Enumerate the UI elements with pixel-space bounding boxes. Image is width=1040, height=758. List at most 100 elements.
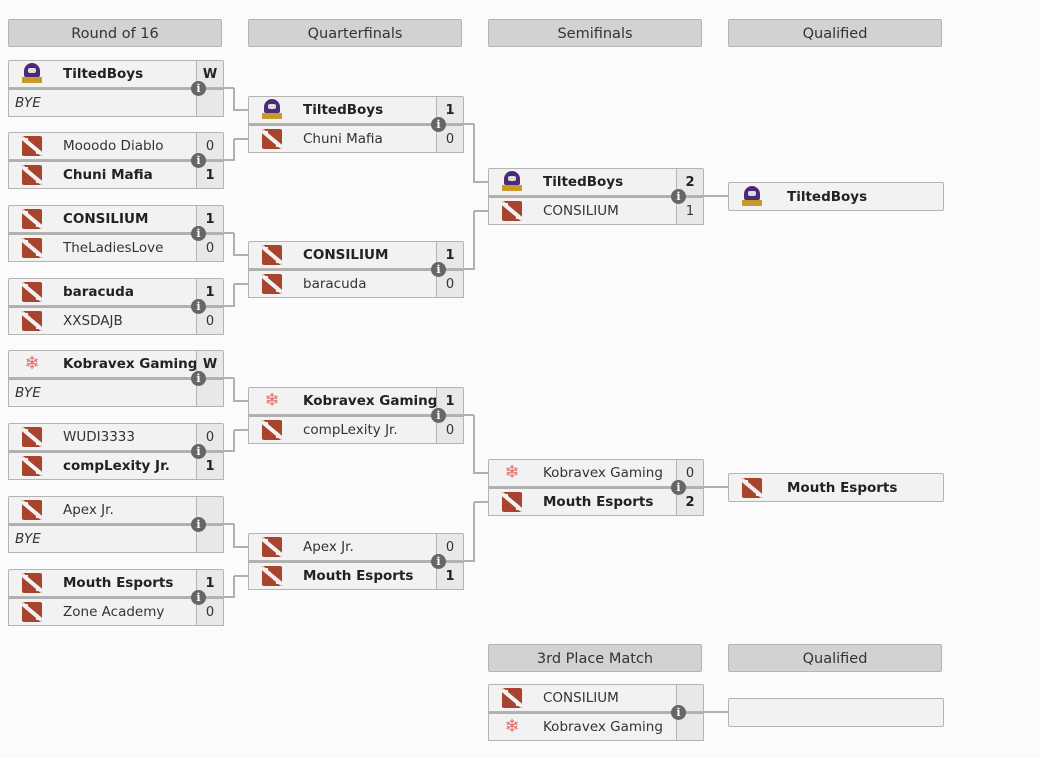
kobravex-logo-icon: ❄ [504, 716, 520, 737]
dota-logo-icon [261, 565, 283, 587]
dota-logo-icon [21, 237, 43, 259]
team-name: baracuda [303, 276, 367, 292]
team-name: TiltedBoys [787, 188, 868, 205]
match-info-icon[interactable]: i [191, 517, 206, 532]
match-info-icon[interactable]: i [431, 262, 446, 277]
team-name: TiltedBoys [303, 102, 384, 118]
team-name: CONSILIUM [303, 247, 389, 263]
team-name: Chuni Mafia [63, 167, 153, 183]
team-row[interactable]: Apex Jr. [8, 496, 224, 524]
connector-line [233, 139, 235, 161]
tiltedboys-logo-icon [741, 185, 763, 208]
team-row[interactable]: BYE [8, 524, 224, 553]
connector-line [234, 575, 248, 577]
connector-line [473, 211, 475, 270]
match-info-icon[interactable]: i [191, 153, 206, 168]
team-name: TiltedBoys [63, 66, 144, 82]
qualified-team-box[interactable]: TiltedBoys [728, 182, 944, 211]
connector-line [704, 711, 728, 713]
dota-logo-icon [501, 687, 523, 709]
connector-line [224, 232, 234, 234]
team-name: Kobravex Gaming [303, 393, 436, 409]
team-row[interactable]: ❄Kobravex Gaming [488, 712, 704, 741]
match-info-icon[interactable]: i [191, 590, 206, 605]
connector-line [474, 210, 488, 212]
match-info-icon[interactable]: i [671, 189, 686, 204]
match-info-icon[interactable]: i [191, 299, 206, 314]
connector-line [464, 123, 474, 125]
connector-line [704, 486, 728, 488]
match-info-icon[interactable]: i [671, 480, 686, 495]
team-name: baracuda [63, 284, 134, 300]
dota-logo-icon [261, 128, 283, 150]
dota-logo-icon [261, 273, 283, 295]
qualified-third-place-box[interactable] [728, 698, 944, 727]
tiltedboys-logo-icon [261, 99, 283, 121]
team-row[interactable]: BYE [8, 88, 224, 117]
match-info-icon[interactable]: i [671, 705, 686, 720]
tiltedboys-logo-icon [21, 63, 43, 85]
dota-logo-icon [21, 135, 43, 157]
connector-line [464, 268, 474, 270]
team-row[interactable]: compLexity Jr.1 [8, 451, 224, 480]
team-name: compLexity Jr. [303, 422, 398, 438]
team-name: Apex Jr. [63, 502, 114, 518]
connector-line [234, 546, 248, 548]
connector-line [473, 124, 475, 183]
dota-logo-icon [21, 499, 43, 521]
team-name: Mouth Esports [63, 575, 174, 591]
match-info-icon[interactable]: i [191, 444, 206, 459]
dota-logo-icon [21, 208, 43, 230]
match-info-icon[interactable]: i [431, 117, 446, 132]
dota-logo-icon [261, 244, 283, 266]
match-info-icon[interactable]: i [191, 371, 206, 386]
match-info-icon[interactable]: i [431, 554, 446, 569]
team-name: TiltedBoys [543, 174, 624, 190]
bye-label: BYE [15, 95, 41, 111]
match-info-icon[interactable]: i [191, 226, 206, 241]
qualified-team-box[interactable]: Mouth Esports [728, 473, 944, 502]
team-row[interactable]: Apex Jr.0 [248, 533, 464, 561]
connector-line [234, 109, 248, 111]
dota-logo-icon [21, 572, 43, 594]
connector-line [234, 254, 248, 256]
connector-line [234, 283, 248, 285]
team-name: compLexity Jr. [63, 458, 170, 474]
connector-line [224, 377, 234, 379]
team-row[interactable]: CONSILIUM [488, 684, 704, 712]
dota-logo-icon [21, 281, 43, 303]
match-info-icon[interactable]: i [431, 408, 446, 423]
connector-line [704, 195, 728, 197]
team-name: Zone Academy [63, 604, 165, 620]
dota-logo-icon [21, 426, 43, 448]
match-info-icon[interactable]: i [191, 81, 206, 96]
dota-logo-icon [501, 200, 523, 222]
